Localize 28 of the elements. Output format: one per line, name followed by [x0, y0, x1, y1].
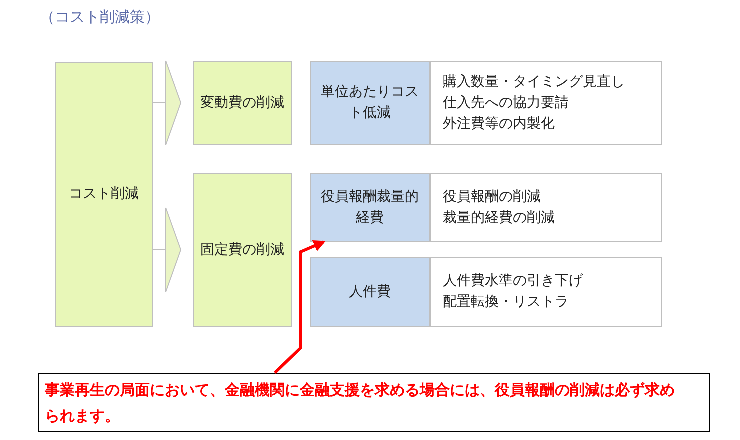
category-box: [55, 62, 153, 327]
diagram-title: （コスト削減策）: [40, 8, 160, 27]
node-label: 仕入先への協力要請: [443, 94, 569, 112]
node-label: 固定費の削減: [200, 240, 284, 260]
note-text: 事業再生の局面において、金融機関に金融支援を求める場合には、役員報酬の削減は必ず求められます。: [45, 380, 676, 426]
description-box: [430, 173, 662, 242]
node-label: 購入数量・タイミング見直し: [443, 72, 625, 92]
node-label: 人件費: [349, 282, 391, 302]
category-box: [310, 173, 430, 242]
category-box: [310, 61, 430, 145]
node-label: 役員報酬の削減: [443, 188, 541, 206]
category-box: [193, 61, 292, 145]
node-label: 変動費の削減: [200, 94, 284, 112]
node-label: コスト削減: [69, 185, 139, 204]
chevron-arrow: [152, 60, 182, 146]
node-label: 外注費等の内製化: [443, 114, 555, 134]
node-label: 役員報酬裁量的経費: [320, 188, 420, 228]
category-box: [193, 173, 292, 327]
note-box: [38, 373, 710, 432]
node-label: 人件費水準の引き下げ: [443, 272, 583, 291]
node-label: 裁量的経費の削減: [443, 208, 555, 228]
arrow: [274, 240, 326, 374]
node-label: 配置転換・リストラ: [443, 293, 569, 312]
node-label: 単位あたりコスト低減: [320, 83, 420, 123]
chevron-arrow: [152, 208, 182, 292]
description-box: [430, 61, 662, 145]
description-box: [430, 257, 662, 327]
category-box: [310, 257, 430, 327]
